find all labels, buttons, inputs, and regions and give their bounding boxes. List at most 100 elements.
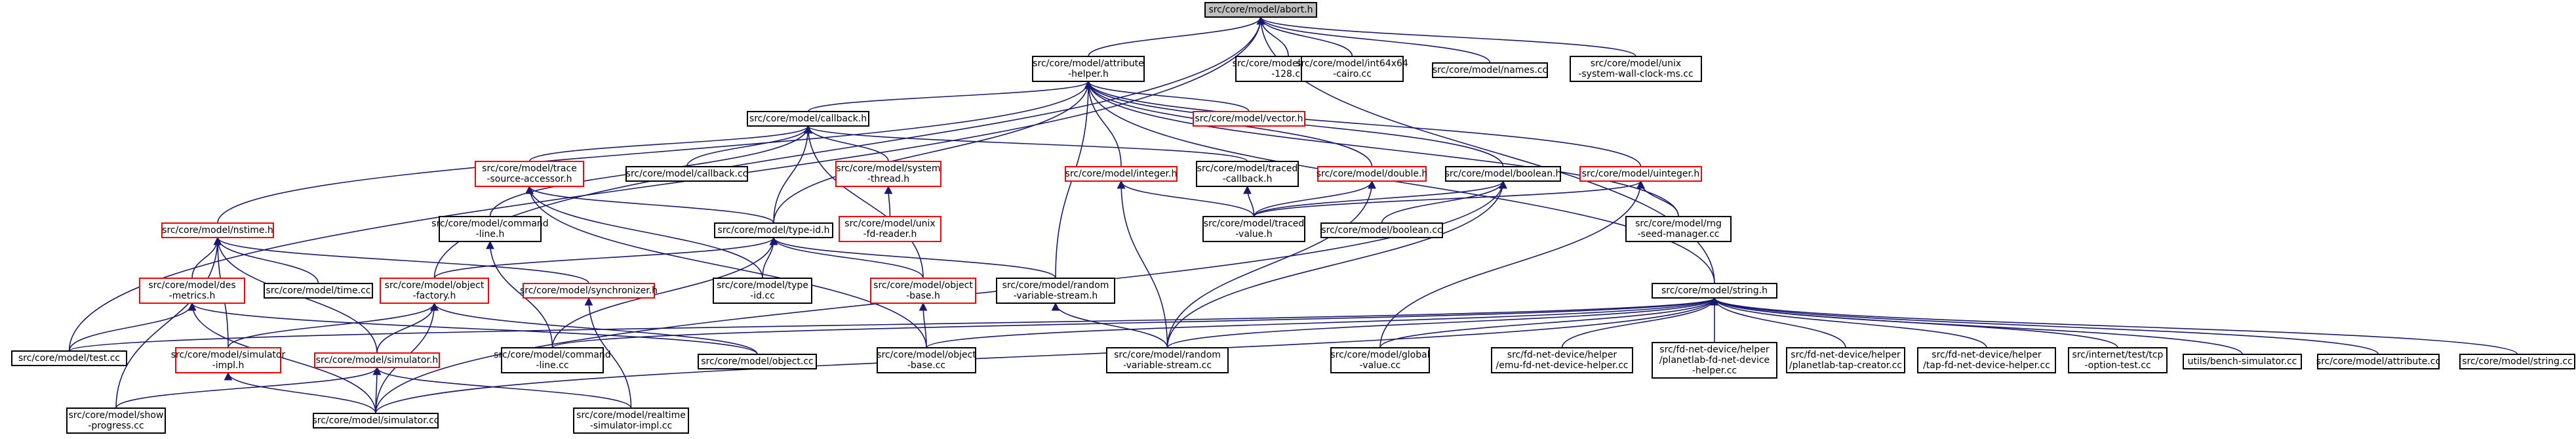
edge-unixwall-to-abort: [1256, 16, 1636, 57]
node-randomcc[interactable]: src/core/model/random-variable-stream.cc: [1106, 347, 1229, 373]
node-attrhelper[interactable]: src/core/model/attribute-helper.h: [1032, 56, 1145, 82]
edge-testcc-to-des: [68, 302, 197, 352]
node-typeidcc[interactable]: src/core/model/type-id.cc: [713, 278, 812, 304]
node-label: src/core/model/int64x64: [1296, 58, 1408, 69]
node-string[interactable]: src/core/model/string.h: [1652, 283, 1777, 299]
node-tracedcb[interactable]: src/core/model/traced-callback.h: [1196, 161, 1299, 187]
node-integer[interactable]: src/core/model/integer.h: [1065, 166, 1178, 182]
node-des[interactable]: src/core/model/des-metrics.h: [139, 278, 245, 304]
node-box: [161, 222, 274, 238]
node-bench[interactable]: utils/bench-simulator.cc: [2183, 354, 2302, 369]
node-vector[interactable]: src/core/model/vector.h: [1193, 111, 1305, 127]
node-label: src/fd-net-device/helper: [1659, 345, 1770, 355]
node-objfactory[interactable]: src/core/model/object-factory.h: [380, 278, 489, 304]
node-systhread[interactable]: src/core/model/system-thread.h: [835, 161, 941, 187]
node-label: -value.cc: [1360, 360, 1401, 371]
node-label: src/core/model/object: [877, 350, 976, 360]
node-names[interactable]: src/core/model/names.cc: [1432, 62, 1548, 78]
node-cmdlinecc[interactable]: src/core/model/command-line.cc: [494, 347, 611, 373]
node-timecc[interactable]: src/core/model/time.cc: [264, 283, 373, 299]
node-label: src/core/model/attribute: [1033, 58, 1144, 69]
node-label: -value.h: [1235, 229, 1272, 240]
node-simh[interactable]: src/core/model/simulator.h: [314, 352, 440, 368]
edge-attrcc-to-string: [1710, 297, 2379, 355]
node-showprog[interactable]: src/core/model/show-progress.cc: [66, 408, 166, 434]
node-rtsimimpl[interactable]: src/core/model/realtime-simulator-impl.c…: [573, 408, 689, 434]
edge-objbase-to-typeid: [769, 236, 924, 279]
node-objbase[interactable]: src/core/model/object-base.h: [870, 278, 976, 304]
node-stringcc[interactable]: src/core/model/string.cc: [2459, 354, 2575, 369]
node-cmdline[interactable]: src/core/model/command-line.h: [431, 216, 549, 242]
node-label: src/core/model/synchronizer.h: [520, 285, 658, 296]
node-label: src/core/model/type: [717, 280, 808, 291]
node-label: src/core/model/command: [494, 350, 610, 360]
edge-cmdlinecc-to-typeid: [551, 236, 778, 348]
node-unixfd[interactable]: src/core/model/unix-fd-reader.h: [839, 216, 941, 242]
node-boolean[interactable]: src/core/model/boolean.h: [1445, 166, 1562, 182]
edge-emufd-to-string: [1561, 297, 1719, 348]
node-abort[interactable]: src/core/model/abort.h: [1204, 2, 1317, 18]
nodes-layer: src/core/model/abort.h src/core/model/att…: [11, 2, 2575, 434]
node-tracedval[interactable]: src/core/model/traced-value.h: [1202, 216, 1305, 242]
edge-timecc-to-nstime: [213, 236, 319, 284]
node-emufd[interactable]: src/fd-net-device/helper/emu-fd-net-devi…: [1491, 347, 1633, 373]
node-double[interactable]: src/core/model/double.h: [1317, 166, 1428, 182]
node-nstime[interactable]: src/core/model/nstime.h: [161, 222, 274, 238]
node-objectcc[interactable]: src/core/model/object.cc: [698, 354, 817, 369]
node-box: [1652, 342, 1777, 379]
edge-names-to-abort: [1256, 16, 1491, 64]
edge-tracedcb-to-callback: [804, 125, 1248, 162]
node-intcairo[interactable]: src/core/model/int64x64-cairo.cc: [1296, 56, 1408, 82]
node-box: [996, 278, 1115, 304]
edge-objbase-to-callback: [804, 125, 924, 279]
node-planettap[interactable]: src/fd-net-device/helper/planetlab-tap-c…: [1786, 347, 1905, 373]
node-label: /tap-fd-net-device-helper.cc: [1923, 360, 2050, 371]
edge-sync-to-nstime: [213, 236, 589, 284]
node-label: src/core/model/object: [385, 280, 485, 291]
edge-callback-to-attrhelper: [807, 80, 1093, 112]
node-booleancc[interactable]: src/core/model/boolean.cc: [1320, 222, 1443, 238]
node-callbackcc[interactable]: src/core/model/callback.cc: [625, 166, 748, 182]
node-globalcc[interactable]: src/core/model/global-value.cc: [1330, 347, 1430, 373]
node-box: [1625, 216, 1732, 242]
node-label: src/core/model/trace: [482, 163, 577, 174]
node-simimplh[interactable]: src/core/model/simulator-impl.h: [171, 347, 286, 373]
node-label: -cairo.cc: [1333, 69, 1372, 79]
node-box: [1193, 111, 1305, 127]
node-label: src/core/model/rng: [1635, 219, 1722, 229]
node-unixwall[interactable]: src/core/model/unix-system-wall-clock-ms…: [1570, 56, 1702, 82]
node-sync[interactable]: src/core/model/synchronizer.h: [520, 283, 658, 299]
edge-rngseed-to-attrhelper: [1084, 80, 1679, 217]
node-box: [264, 283, 373, 299]
node-box: [2317, 354, 2440, 369]
node-label: src/core/model/abort.h: [1208, 5, 1313, 15]
edge-randomcc-to-randomh: [1051, 302, 1168, 348]
edge-randomcc-to-integer: [1117, 180, 1168, 348]
node-tapfd[interactable]: src/fd-net-device/helper/tap-fd-net-devi…: [1917, 347, 2056, 373]
node-box: [2068, 347, 2168, 373]
node-box: [523, 283, 655, 299]
node-planetfd[interactable]: src/fd-net-device/helper/planetlab-fd-ne…: [1652, 342, 1777, 379]
edge-uinteger-to-attrhelper: [1084, 80, 1642, 167]
node-simcc[interactable]: src/core/model/simulator.cc: [312, 413, 439, 429]
node-label: src/core/model/string.cc: [2462, 356, 2573, 367]
edge-objectcc-to-des: [188, 302, 758, 355]
node-attrcc[interactable]: src/core/model/attribute.cc: [2316, 354, 2440, 369]
node-label: -variable-stream.cc: [1123, 360, 1212, 371]
edge-tracedval-to-double: [1253, 180, 1376, 217]
node-typeid[interactable]: src/core/model/type-id.h: [714, 222, 833, 238]
node-callback[interactable]: src/core/model/callback.h: [747, 111, 869, 127]
node-testcc[interactable]: src/core/model/test.cc: [11, 350, 127, 366]
node-objbasecc[interactable]: src/core/model/object-base.cc: [877, 347, 976, 373]
node-label: src/core/model/attribute.cc: [2316, 356, 2440, 367]
node-rngseed[interactable]: src/core/model/rng-seed-manager.cc: [1625, 216, 1732, 242]
node-uinteger[interactable]: src/core/model/uinteger.h: [1579, 166, 1702, 182]
node-tcpopt[interactable]: src/internet/test/tcp-option-test.cc: [2068, 347, 2168, 373]
node-box: [839, 216, 941, 242]
node-trace[interactable]: src/core/model/trace-source-accessor.h: [475, 161, 584, 187]
node-label: src/core/model/system: [836, 163, 940, 174]
node-box: [870, 278, 976, 304]
edge-typeidcc-to-trace: [525, 185, 763, 279]
node-label: -simulator-impl.cc: [590, 421, 672, 431]
node-randomh[interactable]: src/core/model/random-variable-stream.h: [996, 278, 1115, 304]
